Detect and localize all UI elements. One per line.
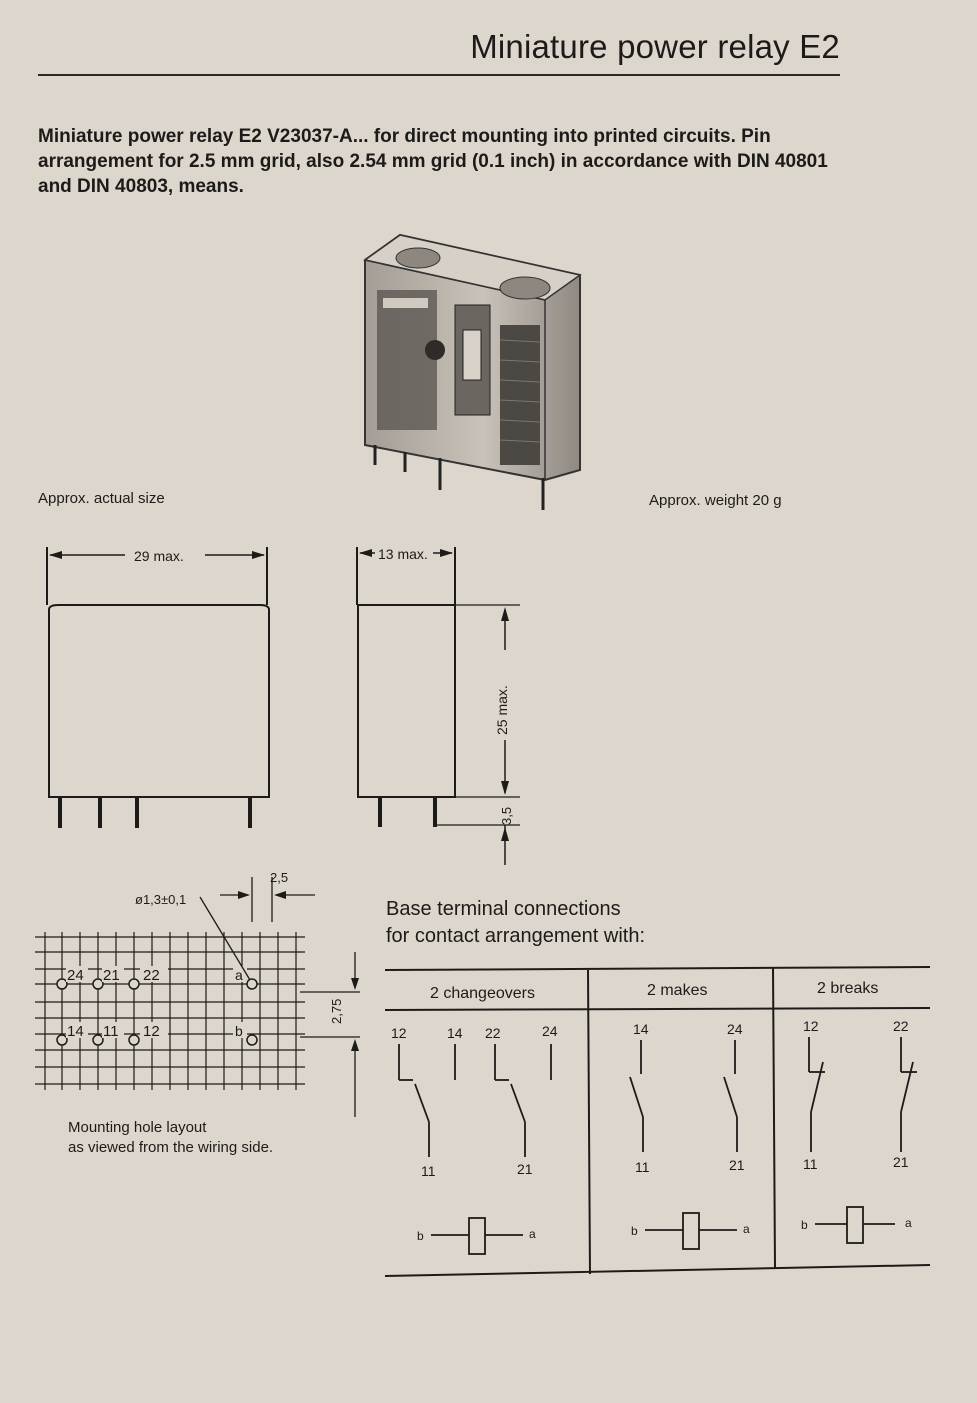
hole-diameter-label: ø1,3±0,1: [135, 892, 186, 907]
hole-layout-drawing: ø1,3±0,1 2,5 2,75 24 21 22 a 14 11 12 b: [35, 870, 360, 1117]
width-dim-label: 29 max.: [134, 548, 184, 564]
pin-label: 12: [143, 1023, 160, 1040]
col-header-makes: 2 makes: [647, 982, 707, 999]
coil-label: b: [417, 1229, 424, 1243]
terminal-heading-line2: for contact arrangement with:: [386, 925, 646, 947]
pin-label: 14: [447, 1025, 463, 1041]
coil-label: a: [529, 1227, 536, 1241]
pitch-label: 2,5: [270, 870, 288, 885]
coil-label: a: [743, 1222, 750, 1236]
coil-label: b: [801, 1218, 808, 1232]
pin-label: 14: [633, 1021, 649, 1037]
pin-label: 24: [67, 967, 84, 984]
offset-label: 2,75: [329, 999, 344, 1024]
pin-label: 11: [421, 1163, 436, 1179]
weight-caption: Approx. weight 20 g: [649, 492, 782, 509]
hole-layout-caption-line2: as viewed from the wiring side.: [68, 1139, 274, 1156]
pin-label: 24: [727, 1021, 743, 1037]
pin-label: 24: [542, 1023, 558, 1039]
pin-label: 22: [485, 1025, 501, 1041]
col-header-breaks: 2 breaks: [817, 980, 878, 997]
pin-length-label: 3,5: [499, 807, 514, 825]
pin-label: b: [235, 1023, 243, 1039]
pin-label: 21: [517, 1161, 533, 1177]
hole-layout-caption-line1: Mounting hole layout: [68, 1119, 207, 1136]
depth-dim-label: 13 max.: [378, 546, 428, 562]
hole-layout-caption: Mounting hole layout as viewed from the …: [68, 1118, 273, 1158]
pin-label: 21: [103, 967, 120, 984]
pin-label: 11: [103, 1023, 119, 1040]
page-title: Miniature power relay E2: [470, 28, 840, 65]
pin-label: a: [235, 967, 243, 983]
pin-label: 22: [143, 967, 160, 984]
actual-size-caption: Approx. actual size: [38, 490, 165, 507]
height-dim-label: 25 max.: [494, 685, 510, 735]
pin-label: 21: [893, 1154, 909, 1170]
coil-label: a: [905, 1216, 912, 1230]
terminal-heading-line1: Base terminal connections: [386, 898, 621, 920]
title-rule: [38, 74, 840, 76]
pin-label: 12: [803, 1018, 819, 1034]
pin-label: 22: [893, 1018, 909, 1034]
terminal-table: 2 changeovers 2 makes 2 breaks 12 14 22 …: [385, 966, 931, 1277]
pin-label: 11: [803, 1156, 818, 1172]
terminal-heading: Base terminal connections for contact ar…: [386, 896, 645, 950]
intro-text: Miniature power relay E2 V23037-A... for…: [38, 126, 828, 197]
pin-label: 21: [729, 1157, 745, 1173]
relay-photo: [363, 233, 582, 510]
col-header-changeovers: 2 changeovers: [430, 985, 535, 1002]
pin-label: 11: [635, 1159, 650, 1175]
pin-label: 14: [67, 1023, 84, 1040]
coil-label: b: [631, 1224, 638, 1238]
pin-label: 12: [391, 1025, 407, 1041]
dimension-drawing: 29 max. 13 max. 25 max. 3,5: [46, 546, 520, 865]
